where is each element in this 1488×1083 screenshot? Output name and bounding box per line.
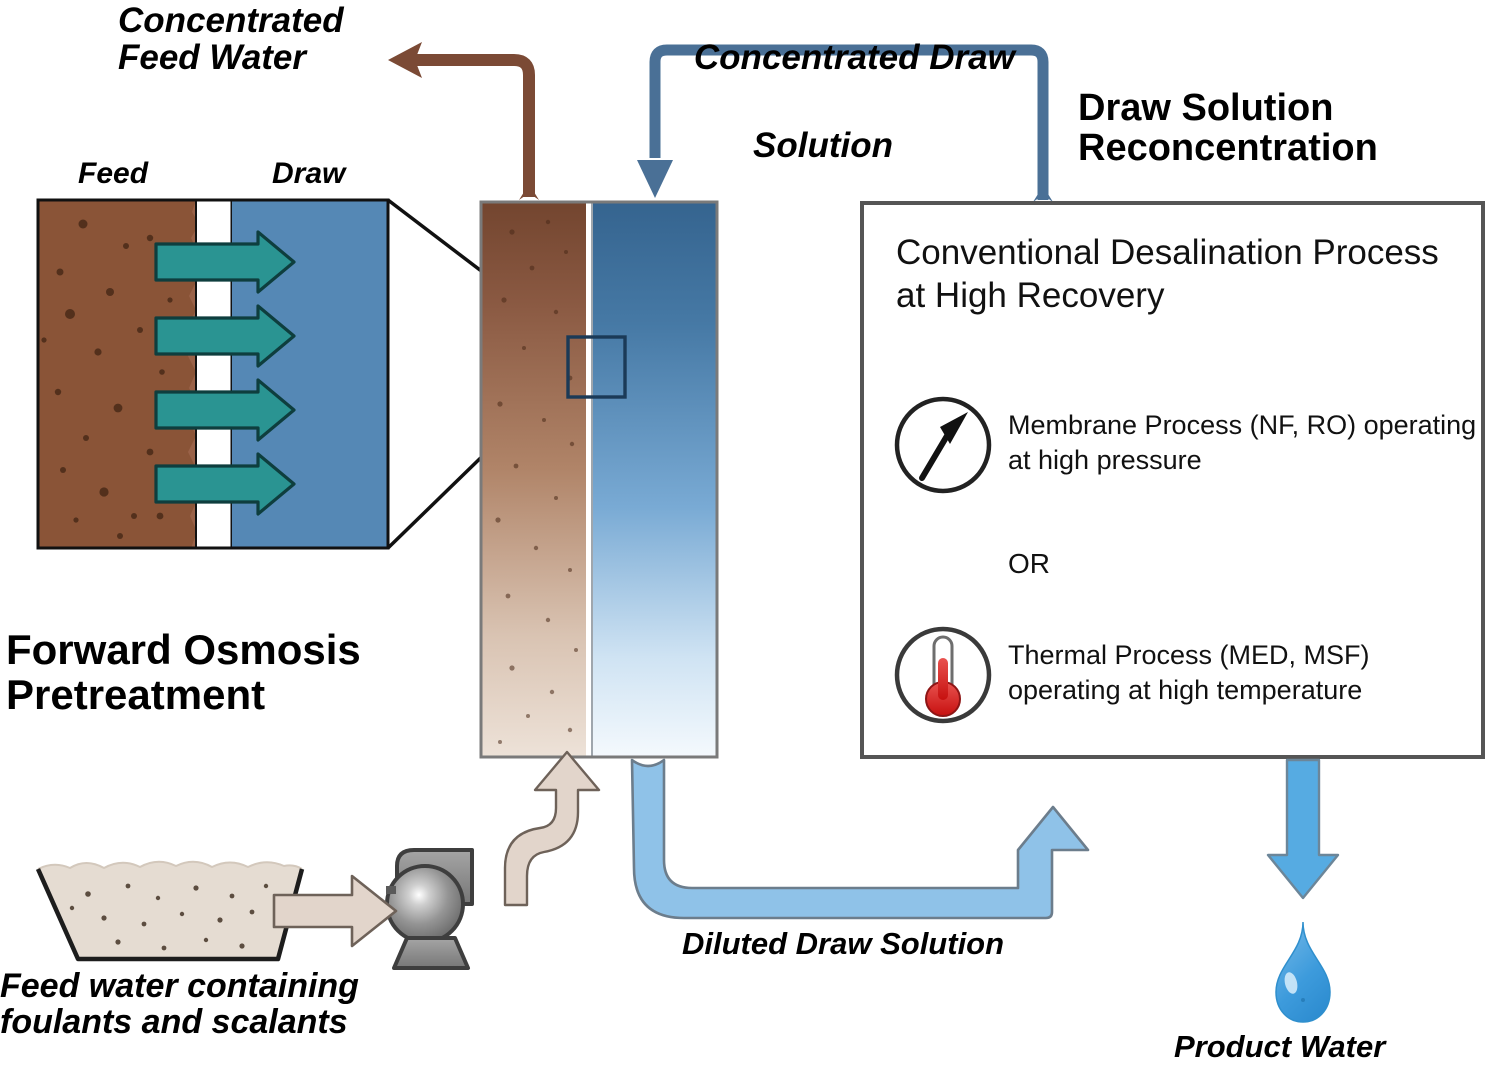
label-detail-draw: Draw	[272, 157, 346, 190]
basin-to-pump-arrow	[272, 874, 398, 948]
pressure-gauge-icon	[894, 396, 992, 494]
label-detail-feed: Feed	[78, 157, 149, 190]
label-concentrated-draw-solution: Concentrated Draw Solution	[655, 2, 1015, 239]
feed-water-basin	[35, 860, 305, 962]
concentrated-draw-line1: Concentrated Draw	[693, 38, 1015, 78]
label-concentrated-feed-water: Concentrated Feed Water	[118, 1, 344, 78]
product-water-arrow	[1266, 758, 1340, 900]
water-droplet-icon	[1275, 921, 1331, 1023]
water-flux-arrows	[154, 230, 296, 516]
concentrated-draw-solution-pipe	[637, 44, 1053, 202]
label-forward-osmosis-pretreatment: Forward Osmosis Pretreatment	[6, 626, 361, 718]
label-draw-solution-reconcentration: Draw Solution Reconcentration	[1078, 87, 1378, 170]
label-feed-water-containing: Feed water containing foulants and scala…	[0, 967, 359, 1042]
basin-foulant-speckles	[69, 883, 269, 951]
panel-or-label: OR	[1008, 548, 1050, 579]
thermometer-icon	[894, 626, 992, 724]
label-diluted-draw-solution: Diluted Draw Solution	[682, 926, 1005, 961]
panel-title: Conventional Desalination Process at Hig…	[896, 233, 1439, 315]
label-product-water: Product Water	[1174, 1029, 1386, 1064]
panel-row-membrane-process-text: Membrane Process (NF, RO) operating at h…	[1008, 410, 1477, 475]
zoom-region-rect	[566, 335, 627, 399]
feed-water-inlet-pipe	[503, 750, 601, 907]
concentrated-draw-line2: Solution	[753, 126, 893, 166]
concentrated-feed-water-pipe	[388, 42, 539, 200]
membrane-detail-diagram	[36, 198, 390, 550]
panel-row-thermal-process-text: Thermal Process (MED, MSF) operating at …	[1008, 640, 1370, 705]
pump-icon	[385, 848, 474, 970]
diluted-draw-solution-pipe	[630, 758, 1090, 920]
fo-membrane-module	[479, 200, 719, 759]
foulant-speckles	[41, 219, 173, 539]
